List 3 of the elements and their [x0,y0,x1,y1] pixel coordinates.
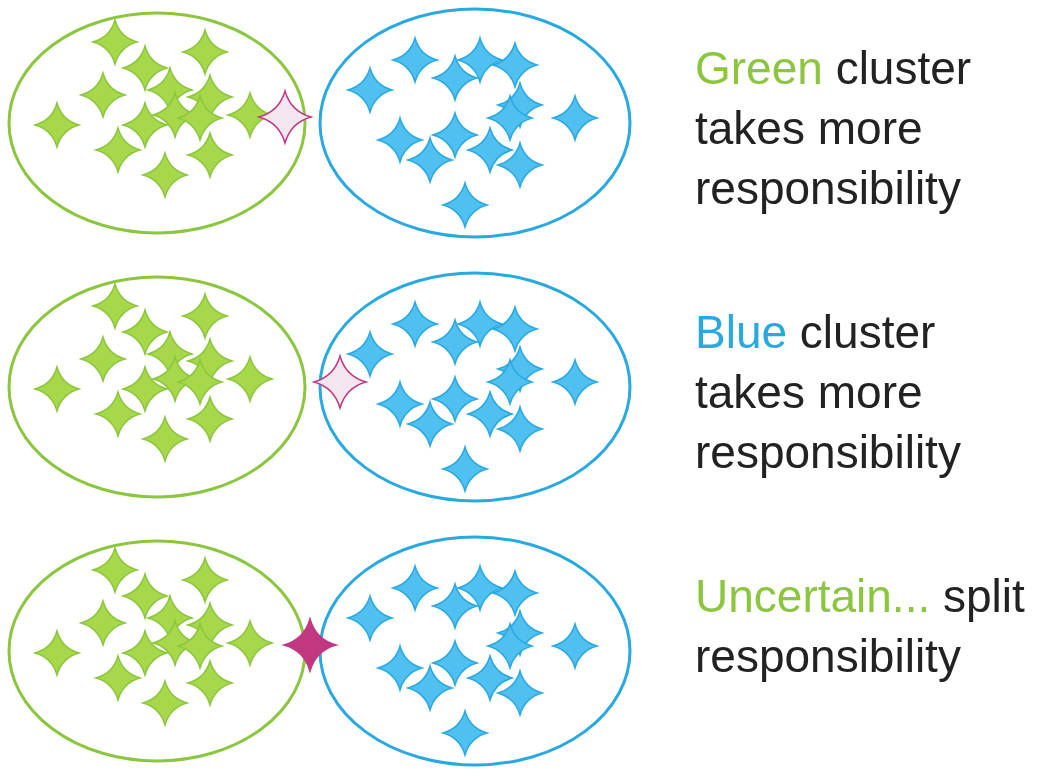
caption-text: Green cluster takes more responsibility [695,41,973,216]
caption-text: Blue cluster takes more responsibility [695,305,962,480]
caption-text: Uncertain... split responsibility [695,569,1026,684]
